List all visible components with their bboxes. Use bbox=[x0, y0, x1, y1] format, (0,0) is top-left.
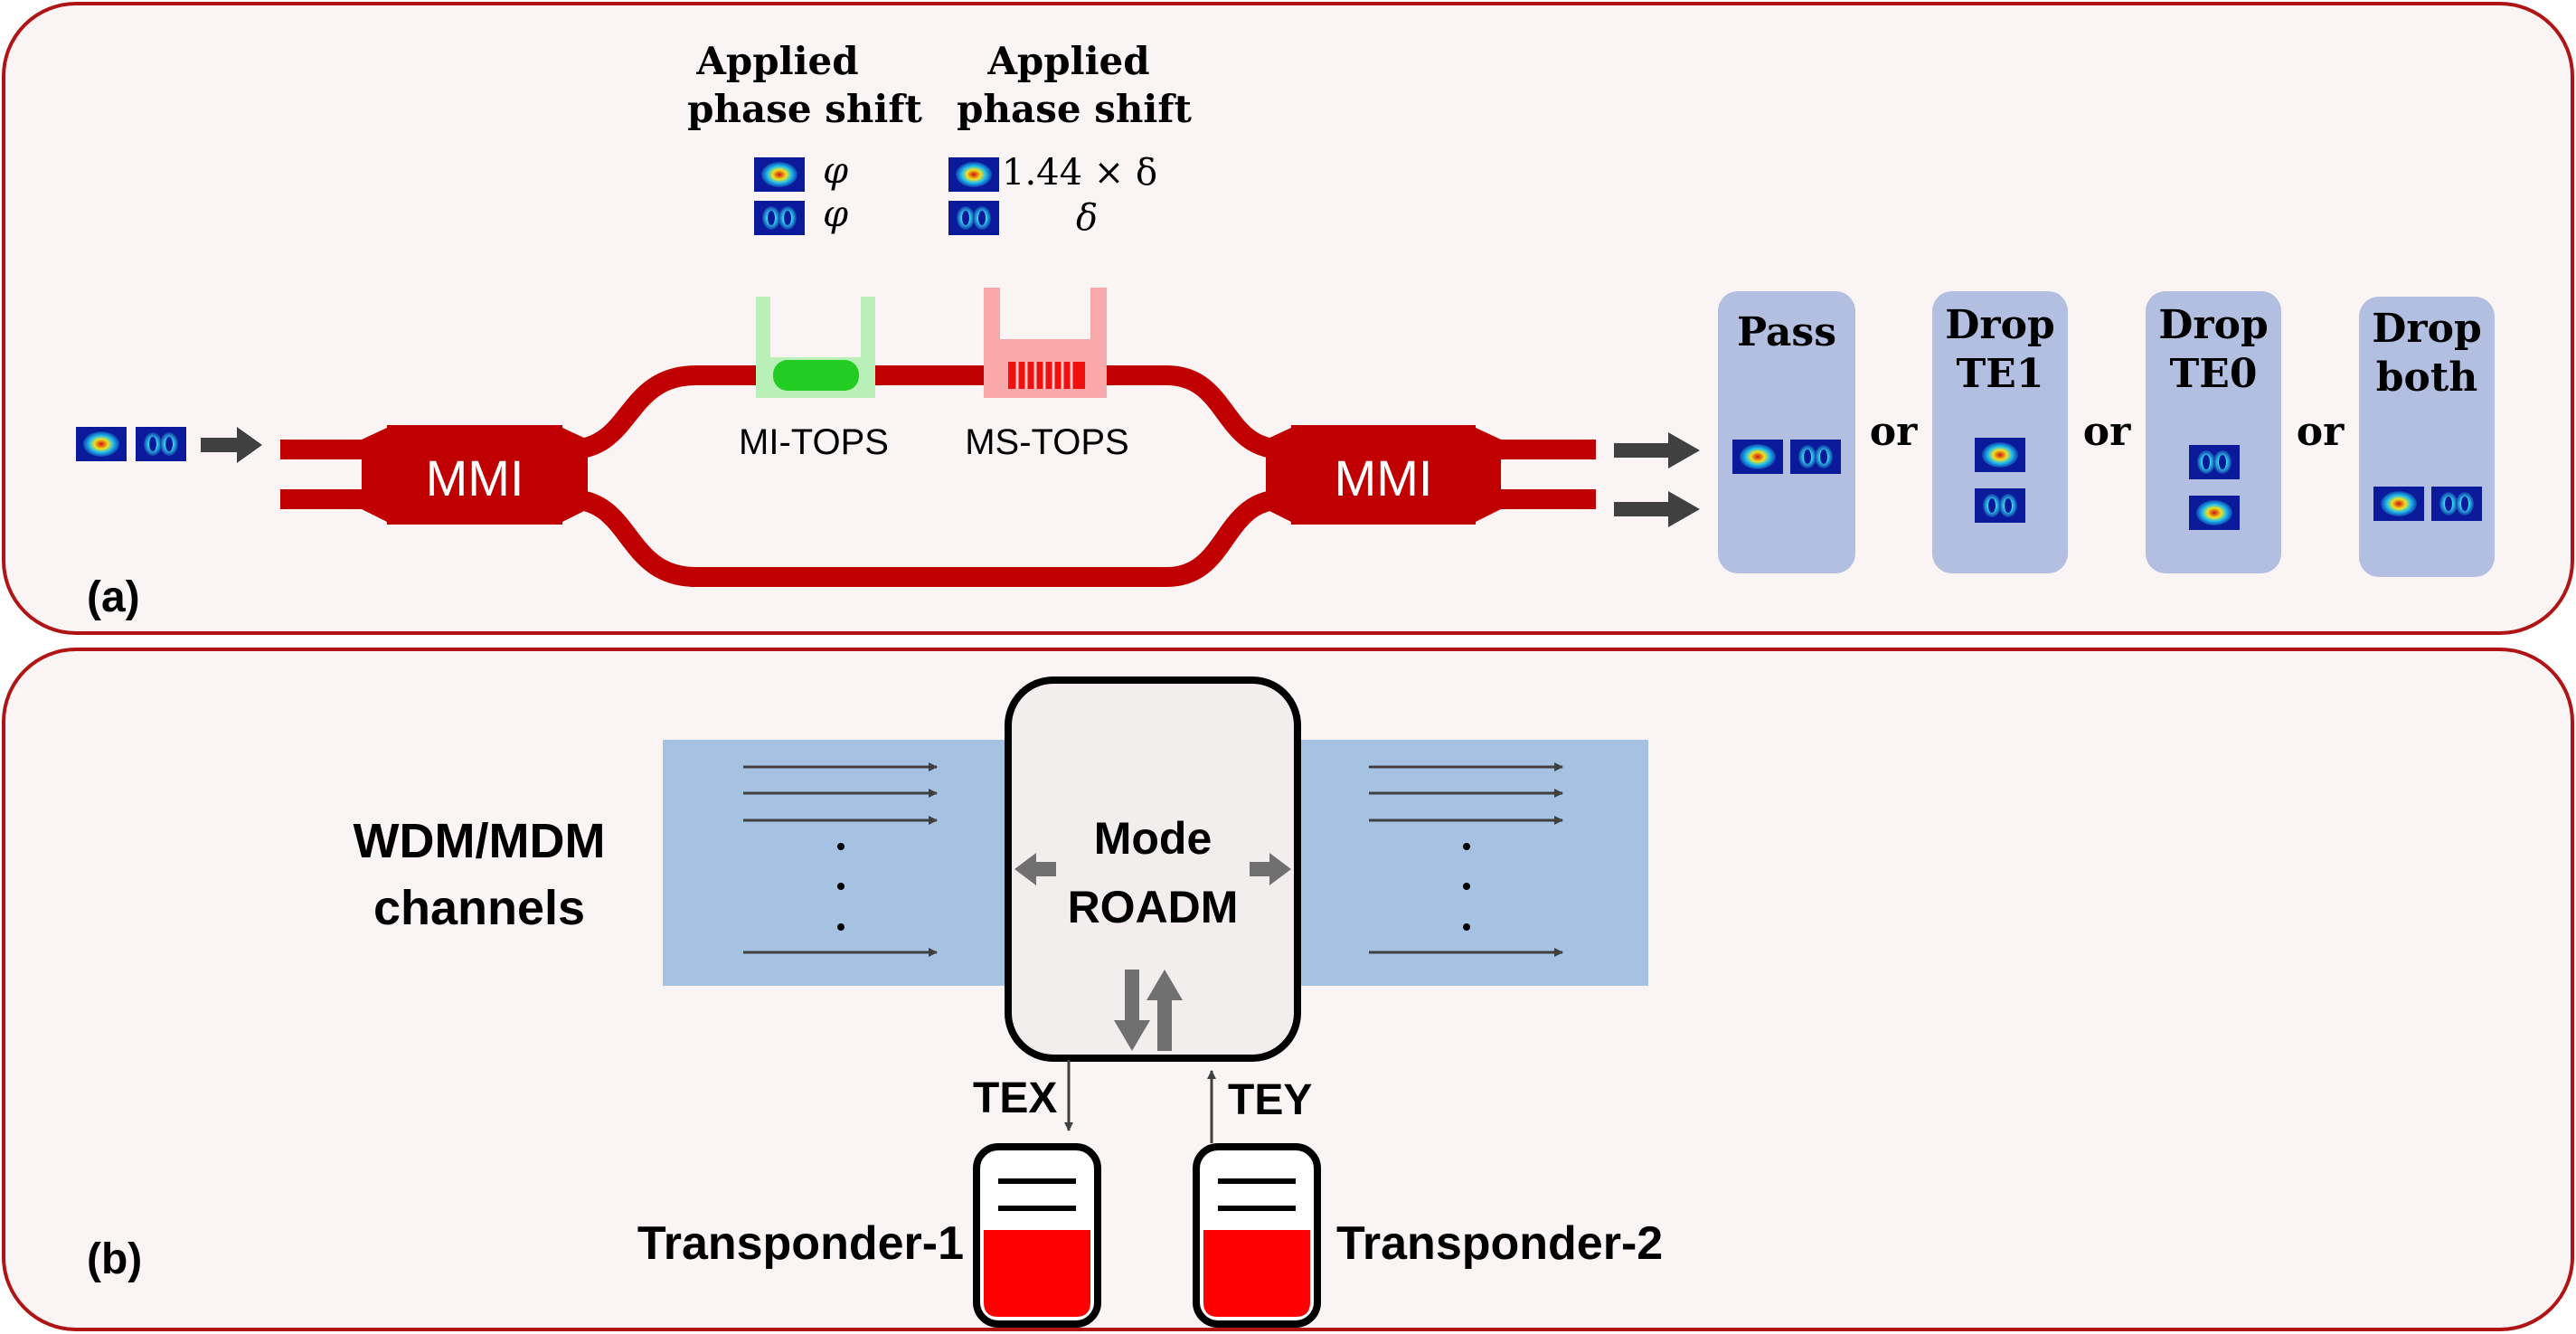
mmi-left bbox=[387, 425, 562, 525]
mi-tops-label: MI-TOPS bbox=[739, 422, 889, 462]
channels-label-line1: WDM/MDM bbox=[354, 814, 606, 868]
channels-label-line2: channels bbox=[373, 881, 585, 935]
mmi-left-taper bbox=[561, 427, 588, 523]
te1-mode-icon bbox=[136, 427, 186, 461]
roadm-right-arrow bbox=[1250, 853, 1291, 885]
phase-shift-1-title-line1: Applied bbox=[695, 39, 858, 83]
te1-mode-icon bbox=[948, 201, 999, 235]
output-card-pass-line1: Pass bbox=[1737, 309, 1836, 355]
output-card-drop-te0-line2: TE0 bbox=[2170, 351, 2258, 397]
panel-a-label: (a) bbox=[87, 573, 140, 621]
output-arrow-top bbox=[1614, 432, 1700, 468]
output-channel-ellipsis bbox=[1463, 843, 1470, 931]
phase-shift-2-te0-value: 1.44 × δ bbox=[1002, 152, 1157, 194]
phase-shift-2-title-line1: Applied bbox=[986, 39, 1149, 83]
input-arrow bbox=[201, 427, 262, 463]
mmi-right-label: MMI bbox=[1335, 449, 1433, 506]
or-label-2: or bbox=[2083, 409, 2131, 455]
or-label-3: or bbox=[2297, 409, 2345, 455]
drop-port-label: TEX bbox=[973, 1074, 1057, 1122]
mmi-right-taper bbox=[1266, 427, 1293, 523]
panel-a: Applied phase shift φ φ Applied phase sh… bbox=[2, 2, 2574, 635]
input-channel-band bbox=[663, 740, 1011, 986]
te1-mode-icon bbox=[2431, 487, 2482, 521]
mzi-waveguides bbox=[280, 365, 1596, 587]
panel-b-label: (b) bbox=[87, 1235, 142, 1283]
te1-mode-icon bbox=[2189, 445, 2240, 479]
ms-tops-heater bbox=[984, 288, 1107, 398]
add-port-label: TEY bbox=[1228, 1076, 1312, 1124]
roadm-label-line1: Mode bbox=[1094, 813, 1213, 864]
te0-mode-icon bbox=[1732, 440, 1783, 474]
output-card-drop-te0 bbox=[2146, 291, 2281, 573]
transponder-2-icon bbox=[1193, 1143, 1321, 1328]
output-card-drop-te0-line1: Drop bbox=[2158, 302, 2268, 348]
transponder-2-label: Transponder-2 bbox=[1336, 1217, 1663, 1270]
te1-mode-icon bbox=[754, 201, 805, 235]
phase-shift-1-te1-value: φ bbox=[823, 194, 848, 235]
mmi-left-label: MMI bbox=[426, 449, 524, 506]
panel-b: WDM/MDM channels Mode ROADM TEX TEY Tran… bbox=[2, 648, 2574, 1331]
phase-shift-2-title-line2: phase shift bbox=[957, 87, 1192, 131]
output-arrow-bottom bbox=[1614, 491, 1700, 527]
roadm-drop-arrow bbox=[1114, 970, 1150, 1051]
phase-shift-2-te1-value: δ bbox=[1076, 197, 1098, 239]
phase-shift-1-te0-value: φ bbox=[823, 150, 848, 192]
output-card-drop-te1-line1: Drop bbox=[1945, 302, 2054, 348]
output-card-drop-both-line1: Drop bbox=[2372, 306, 2481, 352]
output-card-drop-te1 bbox=[1932, 291, 2068, 573]
ms-tops-label: MS-TOPS bbox=[965, 422, 1129, 462]
roadm-left-arrow bbox=[1014, 853, 1056, 885]
output-channel-band bbox=[1299, 740, 1648, 986]
mi-tops-heater bbox=[756, 297, 875, 398]
input-channel-arrows bbox=[743, 762, 938, 957]
panel-a-frame bbox=[2, 2, 2574, 635]
te0-mode-icon bbox=[2189, 496, 2240, 530]
or-label-1: or bbox=[1870, 409, 1918, 455]
te0-mode-icon bbox=[1975, 438, 2025, 472]
input-channel-ellipsis bbox=[837, 843, 845, 931]
transponder-1-label: Transponder-1 bbox=[637, 1217, 964, 1270]
output-channel-arrows bbox=[1369, 762, 1563, 957]
roadm-label-line2: ROADM bbox=[1068, 882, 1239, 932]
output-card-pass bbox=[1718, 291, 1855, 573]
te0-mode-icon bbox=[76, 427, 127, 461]
mmi-right bbox=[1291, 425, 1476, 525]
te0-mode-icon bbox=[2373, 487, 2424, 521]
te1-mode-icon bbox=[1790, 440, 1841, 474]
te1-mode-icon bbox=[1975, 488, 2025, 523]
te0-mode-icon bbox=[754, 157, 805, 192]
transponder-1-icon bbox=[973, 1143, 1101, 1328]
roadm-add-arrow bbox=[1146, 970, 1183, 1051]
mmi-right-taper bbox=[1474, 427, 1501, 523]
phase-shift-1-title-line2: phase shift bbox=[687, 87, 922, 131]
mode-roadm-box bbox=[1005, 676, 1301, 1062]
mmi-left-taper bbox=[362, 427, 389, 523]
output-card-drop-te1-line2: TE1 bbox=[1957, 351, 2044, 397]
output-card-drop-both-line2: both bbox=[2376, 355, 2477, 401]
te0-mode-icon bbox=[948, 157, 999, 192]
